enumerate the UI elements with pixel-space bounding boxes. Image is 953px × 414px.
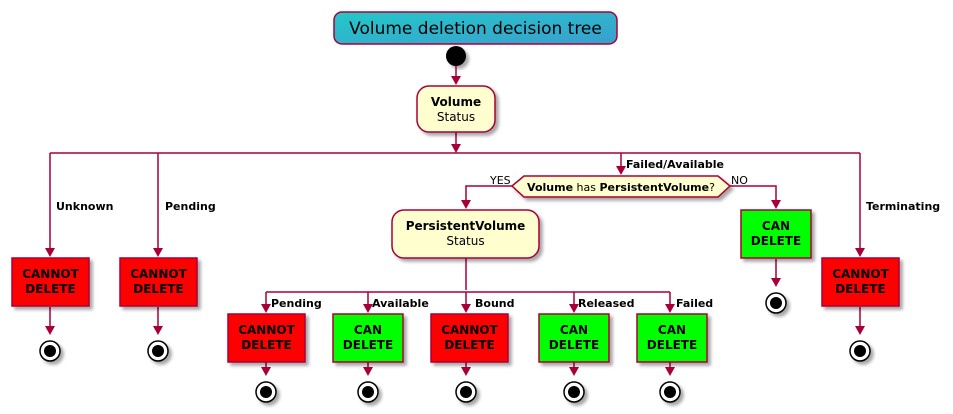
end-node xyxy=(147,340,169,362)
outcome-pv-bound-cannot-delete: CANNOT DELETE xyxy=(430,313,509,363)
svg-text:Volume has PersistentVolume?: Volume has PersistentVolume? xyxy=(527,181,715,194)
outcome-pv-failed-can-delete: CAN DELETE xyxy=(636,313,708,363)
svg-text:Volume deletion decision tree: Volume deletion decision tree xyxy=(349,19,602,39)
svg-text:Status: Status xyxy=(437,110,475,124)
svg-text:DELETE: DELETE xyxy=(647,338,697,352)
svg-text:DELETE: DELETE xyxy=(25,282,75,296)
label-pv-pending: Pending xyxy=(271,297,322,310)
svg-text:DELETE: DELETE xyxy=(343,338,393,352)
label-pv-released: Released xyxy=(578,297,634,310)
label-failed-available: Failed/Available xyxy=(626,158,724,171)
pv-status-node: PersistentVolume Status xyxy=(391,209,540,259)
svg-text:CANNOT: CANNOT xyxy=(238,323,295,337)
label-unknown: Unknown xyxy=(56,200,113,213)
has-pv-decision: Volume has PersistentVolume? xyxy=(510,175,732,198)
edges xyxy=(45,66,865,376)
svg-text:DELETE: DELETE xyxy=(444,338,494,352)
edge-yes xyxy=(465,185,512,204)
end-node xyxy=(765,292,787,314)
outcome-pv-released-can-delete: CAN DELETE xyxy=(538,313,610,363)
svg-text:Volume: Volume xyxy=(431,95,481,109)
end-node xyxy=(563,381,585,403)
label-pv-failed: Failed xyxy=(676,297,713,310)
svg-text:CAN: CAN xyxy=(354,323,382,337)
start-node xyxy=(446,46,466,66)
outcome-unknown-cannot-delete: CANNOT DELETE xyxy=(11,257,90,307)
edge-no xyxy=(730,185,777,204)
svg-text:DELETE: DELETE xyxy=(241,338,291,352)
svg-text:DELETE: DELETE xyxy=(549,338,599,352)
svg-text:Status: Status xyxy=(446,234,484,248)
label-pending: Pending xyxy=(165,200,216,213)
svg-text:DELETE: DELETE xyxy=(751,234,801,248)
svg-text:CAN: CAN xyxy=(658,323,686,337)
label-pv-available: Available xyxy=(372,297,429,310)
volume-status-node: Volume Status xyxy=(416,85,496,133)
svg-text:CAN: CAN xyxy=(762,219,790,233)
svg-text:CANNOT: CANNOT xyxy=(441,323,498,337)
end-node xyxy=(455,381,477,403)
svg-text:PersistentVolume: PersistentVolume xyxy=(406,219,526,233)
outcome-no-pv-can-delete: CAN DELETE xyxy=(740,209,812,259)
end-node xyxy=(357,381,379,403)
label-pv-bound: Bound xyxy=(475,297,514,310)
svg-text:DELETE: DELETE xyxy=(133,282,183,296)
diagram-title: Volume deletion decision tree xyxy=(333,11,618,45)
label-terminating: Terminating xyxy=(866,200,940,213)
label-no: NO xyxy=(731,174,748,187)
outcome-terminating-cannot-delete: CANNOT DELETE xyxy=(821,257,900,307)
svg-text:CANNOT: CANNOT xyxy=(130,267,187,281)
svg-text:CANNOT: CANNOT xyxy=(832,267,889,281)
svg-text:CANNOT: CANNOT xyxy=(22,267,79,281)
svg-text:DELETE: DELETE xyxy=(835,282,885,296)
end-nodes xyxy=(39,292,871,403)
end-node xyxy=(849,340,871,362)
outcome-pending-cannot-delete: CANNOT DELETE xyxy=(119,257,198,307)
end-node xyxy=(255,381,277,403)
outcome-pv-available-can-delete: CAN DELETE xyxy=(332,313,404,363)
svg-text:CAN: CAN xyxy=(560,323,588,337)
end-node xyxy=(39,340,61,362)
label-yes: YES xyxy=(489,174,511,187)
outcome-pv-pending-cannot-delete: CANNOT DELETE xyxy=(227,313,306,363)
end-node xyxy=(659,381,681,403)
